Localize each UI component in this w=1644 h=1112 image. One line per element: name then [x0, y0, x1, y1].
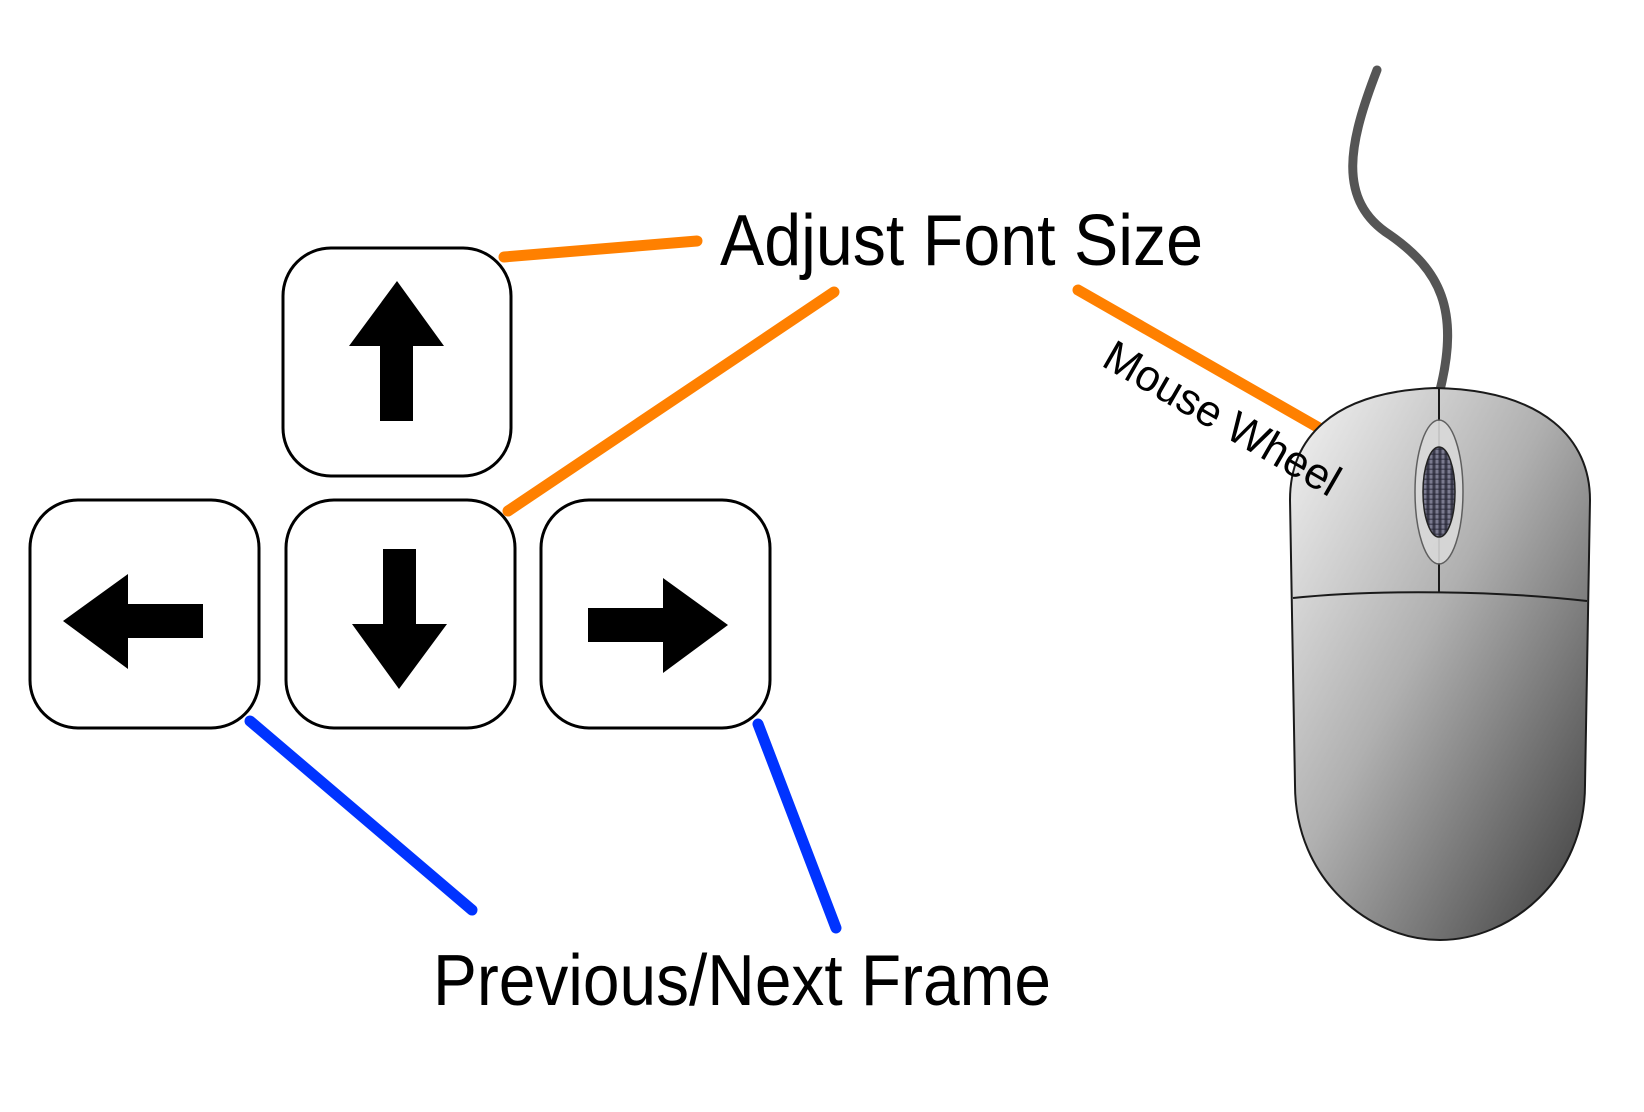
- mouse-icon: [1288, 65, 1592, 942]
- adjust-font-size-label: Adjust Font Size: [720, 201, 1203, 281]
- down-arrow-icon: [352, 549, 447, 689]
- down-key-leader-line: [502, 286, 840, 517]
- mouse-wheel-icon: [1422, 446, 1456, 538]
- up-arrow-icon: [349, 281, 444, 421]
- left-arrow-icon: [63, 574, 203, 669]
- left-arrow-key: [28, 498, 261, 730]
- mouse-body: [1288, 386, 1592, 942]
- up-key-leader-line: [498, 235, 703, 263]
- right-key-leader-line: [752, 718, 842, 934]
- mouse-button-seam: [1292, 591, 1588, 602]
- mouse-cable: [1348, 65, 1453, 395]
- right-arrow-key: [539, 498, 772, 730]
- down-arrow-key: [284, 498, 517, 730]
- previous-next-frame-label: Previous/Next Frame: [433, 941, 1051, 1021]
- up-arrow-key: [281, 246, 513, 478]
- frame-leader-lines: [244, 715, 842, 934]
- left-key-leader-line: [244, 715, 478, 916]
- right-arrow-icon: [588, 578, 728, 673]
